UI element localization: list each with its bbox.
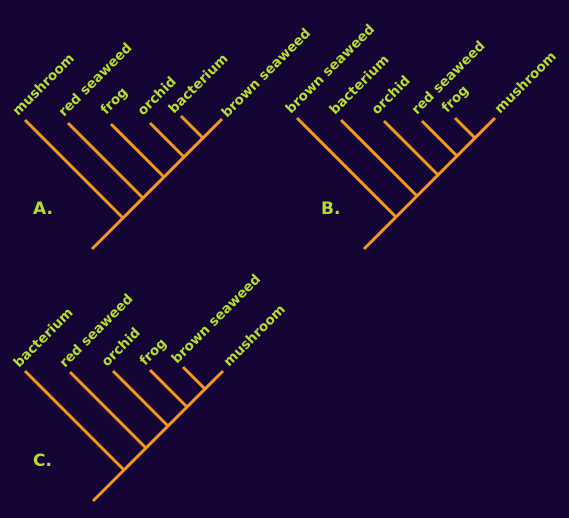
cladogram-c: bacterium red seaweed orchid frog brown …: [11, 271, 289, 503]
tip-branch-red-seaweed: [66, 121, 145, 200]
panel-label-c: C.: [33, 451, 52, 471]
panel-label-a: A.: [33, 199, 53, 219]
root-branch: [91, 468, 126, 503]
tip-branch-red-seaweed: [420, 119, 459, 158]
taxon-label: brown seaweed: [169, 271, 265, 367]
root-branch: [362, 215, 398, 251]
cladogram-c-branches: [23, 365, 225, 503]
cladogram-a-branches: [23, 114, 224, 251]
root-branch: [90, 216, 125, 251]
backbone: [394, 116, 497, 219]
tip-branch-bacterium: [23, 369, 126, 472]
taxon-label: frog: [137, 335, 171, 369]
taxon-label: mushroom: [492, 49, 560, 117]
panel-label-b: B.: [321, 199, 340, 219]
cladogram-b-branches: [295, 116, 497, 251]
tip-branch-frog: [109, 122, 166, 179]
tip-branch-brown-seaweed: [295, 116, 398, 219]
backbone: [121, 117, 224, 220]
tip-branch-orchid: [382, 119, 440, 177]
backbone: [122, 369, 225, 472]
taxon-label: frog: [98, 84, 132, 118]
tip-branch-frog: [148, 368, 189, 409]
tip-branch-bacterium: [179, 114, 205, 140]
tip-branch-frog: [453, 116, 477, 140]
taxon-label: red seaweed: [57, 291, 137, 371]
tip-branch-red-seaweed: [68, 370, 148, 450]
tip-branch-bacterium: [339, 118, 419, 198]
tip-branch-brown-seaweed: [181, 365, 207, 391]
tip-branch-orchid: [111, 369, 170, 428]
cladogram-b: brown seaweed bacterium orchid red seawe…: [283, 21, 560, 251]
tip-branch-orchid: [148, 121, 186, 159]
cladogram-a: mushroom red seaweed frog orchid bacteri…: [10, 25, 314, 251]
tip-branch-mushroom: [23, 118, 125, 220]
